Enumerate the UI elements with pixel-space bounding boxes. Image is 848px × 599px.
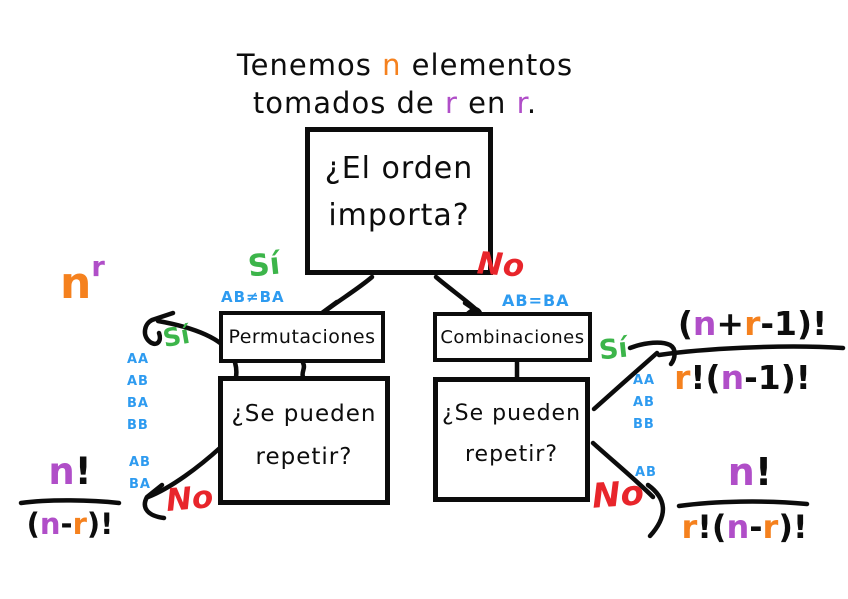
combinaciones-repeat-question: ¿Se pueden repetir?	[441, 401, 582, 467]
connector-permutaciones-repetir	[300, 360, 307, 380]
combinaciones-label: Combinaciones	[440, 326, 585, 348]
fraction-bar-comb-si	[656, 344, 846, 358]
formula-comb-si-denominator: r!(n-1)!	[674, 358, 811, 397]
arrow-comb-si-head	[627, 340, 677, 367]
comb-no-label: No	[590, 473, 646, 517]
example-item: BB	[633, 417, 655, 433]
arrow-perm-no	[145, 444, 224, 500]
arrow-perm-no-head	[142, 482, 167, 521]
combinaciones-repeat-box: ¿Se pueden repetir?	[433, 377, 590, 502]
example-item: AB	[127, 374, 149, 390]
combinaciones-box: Combinaciones	[433, 312, 592, 362]
branch-yes-note: AB≠BA	[221, 288, 285, 306]
title-line-1: Tenemos n elementos	[236, 48, 574, 82]
permutaciones-repeat-box: ¿Se pueden repetir?	[218, 376, 390, 505]
branch-no-label: No	[475, 245, 526, 285]
permutaciones-box: Permutaciones	[219, 311, 385, 363]
permutaciones-repeat-question: ¿Se pueden repetir?	[231, 401, 377, 470]
fraction-bar-perm-no	[18, 498, 122, 506]
example-item: AB	[633, 395, 655, 411]
perm-si-label: Sí	[160, 319, 192, 354]
comb-si-examples: AA AB BB	[633, 370, 655, 436]
formula-perm-no-numerator: n!	[48, 450, 92, 493]
example-item: BA	[127, 396, 149, 412]
formula-comb-no-numerator: n!	[727, 450, 773, 494]
example-item: BB	[127, 418, 149, 434]
comb-si-label: Sí	[597, 332, 630, 367]
title-line-2: tomados de r en r.	[252, 86, 538, 120]
root-question-text: ¿El orden importa?	[324, 151, 474, 233]
example-item: AA	[127, 352, 150, 367]
arrow-perm-si-head	[142, 310, 176, 347]
example-item: AB	[129, 455, 151, 470]
branch-no-note: AB=BA	[502, 291, 570, 310]
arrow-comb-no-head	[645, 482, 666, 539]
formula-n-pow-r: nr	[60, 251, 105, 309]
comb-no-examples: AB	[635, 462, 657, 484]
arrow-comb-no	[590, 440, 656, 500]
permutaciones-label: Permutaciones	[228, 326, 376, 348]
example-item: AB	[635, 465, 657, 480]
branch-yes-label: Sí	[246, 246, 282, 285]
formula-comb-si-numerator: (n+r-1)!	[677, 304, 828, 343]
perm-si-examples: AA AB BA BB	[127, 349, 149, 437]
perm-no-examples: AB BA	[129, 452, 151, 496]
formula-perm-no-denominator: (n-r)!	[26, 507, 114, 541]
example-item: AA	[633, 373, 656, 388]
arrow-comb-si	[591, 350, 660, 412]
fraction-bar-comb-no	[676, 499, 810, 509]
formula-comb-no-denominator: r!(n-r)!	[681, 508, 808, 546]
example-item: BA	[129, 477, 151, 493]
root-question-box: ¿El orden importa?	[305, 127, 493, 275]
perm-no-label: No	[164, 479, 215, 519]
